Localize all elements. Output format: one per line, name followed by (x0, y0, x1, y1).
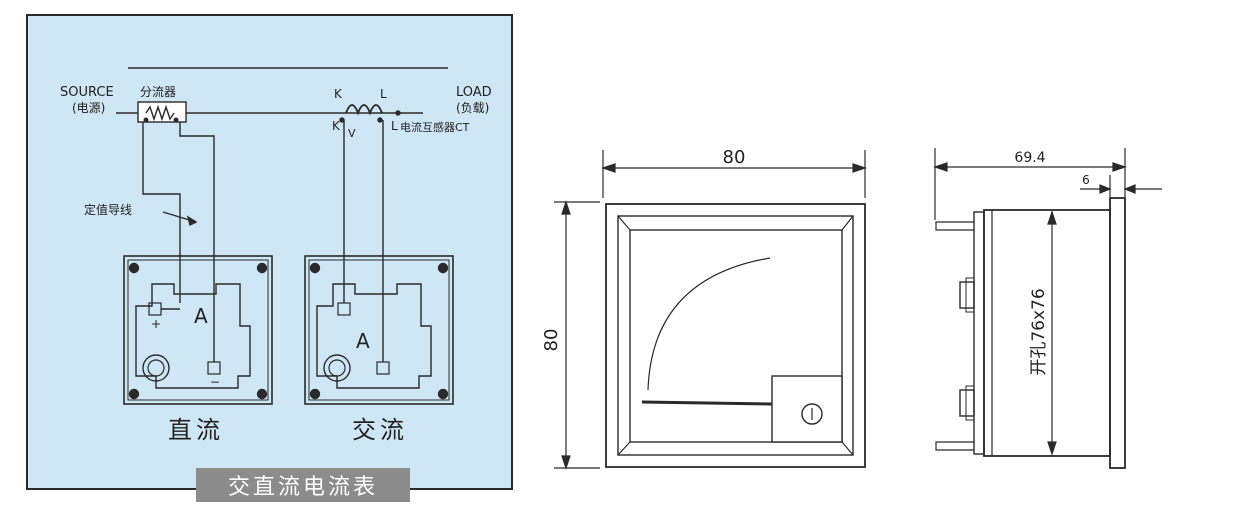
ac-screw-bl (309, 388, 321, 400)
dc-screw-br (256, 388, 268, 400)
side-depth-arrow-right (1112, 162, 1127, 172)
dc-meter-inner (127, 259, 269, 401)
side-depth-arrow-left (933, 162, 948, 172)
shunt-lead-right (179, 122, 215, 362)
dc-knob-inner (147, 359, 165, 377)
ct-v-label: V (348, 127, 356, 140)
ac-terminal-1 (337, 302, 351, 316)
ct-l-bottom-label: L (391, 119, 398, 133)
source-label: SOURCE (60, 85, 114, 100)
dc-screw-tl (128, 262, 140, 274)
front-width-arrow-left (601, 163, 616, 173)
front-bezel-inner (617, 215, 854, 456)
ct-k-bottom-label: K (332, 119, 340, 133)
front-view-svg: 80 80 (541, 147, 867, 470)
lead-label: 定值导线 (84, 203, 133, 217)
ct-out-dot (395, 110, 401, 116)
ct-k-top-label: K (334, 87, 342, 101)
ac-meter-outer (304, 255, 454, 405)
zero-adjust-screw (801, 403, 823, 425)
bevel-bl (617, 441, 631, 456)
front-height-dim: 80 (541, 329, 562, 352)
side-terminal-bottom-nut (965, 385, 975, 421)
shunt-lead-left (142, 122, 181, 303)
side-bracket-top (935, 221, 974, 231)
side-flange (1109, 197, 1126, 469)
lead-marker-arrow (186, 215, 198, 227)
side-back-plate (973, 211, 985, 455)
front-width-arrow-right (852, 163, 867, 173)
ct-l-top-label: L (380, 87, 387, 101)
flange-arrow-right (1123, 184, 1136, 194)
flange-arrow-left (1099, 184, 1112, 194)
ac-screw-tr (437, 262, 449, 274)
dc-caption: 直流 (168, 416, 224, 444)
ac-meter-body (316, 283, 432, 389)
ct-l-dot (377, 117, 383, 123)
front-bezel-outer (605, 203, 866, 468)
dc-screw-tr (256, 262, 268, 274)
side-bracket-bottom (935, 441, 974, 451)
dc-meter-symbol: A (194, 304, 208, 328)
flange-dim: 6 (1082, 173, 1090, 187)
wiring-diagram-panel: SOURCE (电源) 分流器 K L K V L LOAD (负载) 电流互感… (26, 14, 513, 502)
wiring-diagram-svg (116, 67, 454, 405)
shunt-terminal-right (173, 117, 179, 123)
front-dial-window (629, 229, 843, 443)
bevel-br (841, 441, 854, 456)
caption-banner: 交直流电流表 (196, 468, 410, 502)
side-depth-dim: 69.4 (1014, 150, 1045, 166)
pointer (641, 400, 773, 406)
dc-meter-outer (123, 255, 273, 405)
side-terminal-top-nut (965, 277, 975, 313)
ac-screw-br (437, 388, 449, 400)
ac-knob-inner (328, 359, 346, 377)
bevel-tr (841, 215, 854, 231)
front-height-arrow-bottom (561, 455, 571, 470)
ct-coil (345, 104, 383, 116)
cutout-arrow-top (1047, 210, 1057, 225)
dc-minus-label: − (210, 375, 221, 389)
ac-meter-symbol: A (356, 329, 370, 353)
scale-arc (647, 257, 771, 391)
dc-screw-bl (128, 388, 140, 400)
shunt-zigzag (145, 104, 175, 122)
source-cn-label: (电源) (72, 101, 106, 115)
ac-screw-tl (309, 262, 321, 274)
bevel-tl (617, 215, 631, 231)
side-terminal-bottom (959, 389, 975, 417)
dc-plus-label: + (151, 317, 162, 331)
front-height-arrow-top (561, 200, 571, 215)
dc-meter-body (135, 283, 251, 389)
dc-knob-outer (142, 354, 170, 382)
ac-terminal-2 (376, 361, 390, 375)
zero-adjust-housing (771, 375, 843, 443)
ac-caption: 交流 (352, 416, 408, 444)
ac-meter-inner (308, 259, 450, 401)
ct-label: 电流互感器CT (400, 121, 470, 134)
cutout-arrow-bottom (1047, 441, 1057, 456)
shunt-terminal-left (143, 117, 149, 123)
shunt-label: 分流器 (140, 85, 177, 99)
load-cn-label: (负载) (456, 101, 490, 115)
dc-terminal-minus (207, 361, 221, 375)
dc-terminal-plus (148, 302, 162, 316)
side-terminal-top (959, 281, 975, 309)
cutout-label: 开孔76x76 (1029, 288, 1049, 375)
side-view-svg: 69.4 6 开孔76x76 (933, 148, 1162, 469)
front-width-dim: 80 (723, 147, 746, 168)
load-label: LOAD (456, 85, 492, 100)
ac-knob-outer (323, 354, 351, 382)
